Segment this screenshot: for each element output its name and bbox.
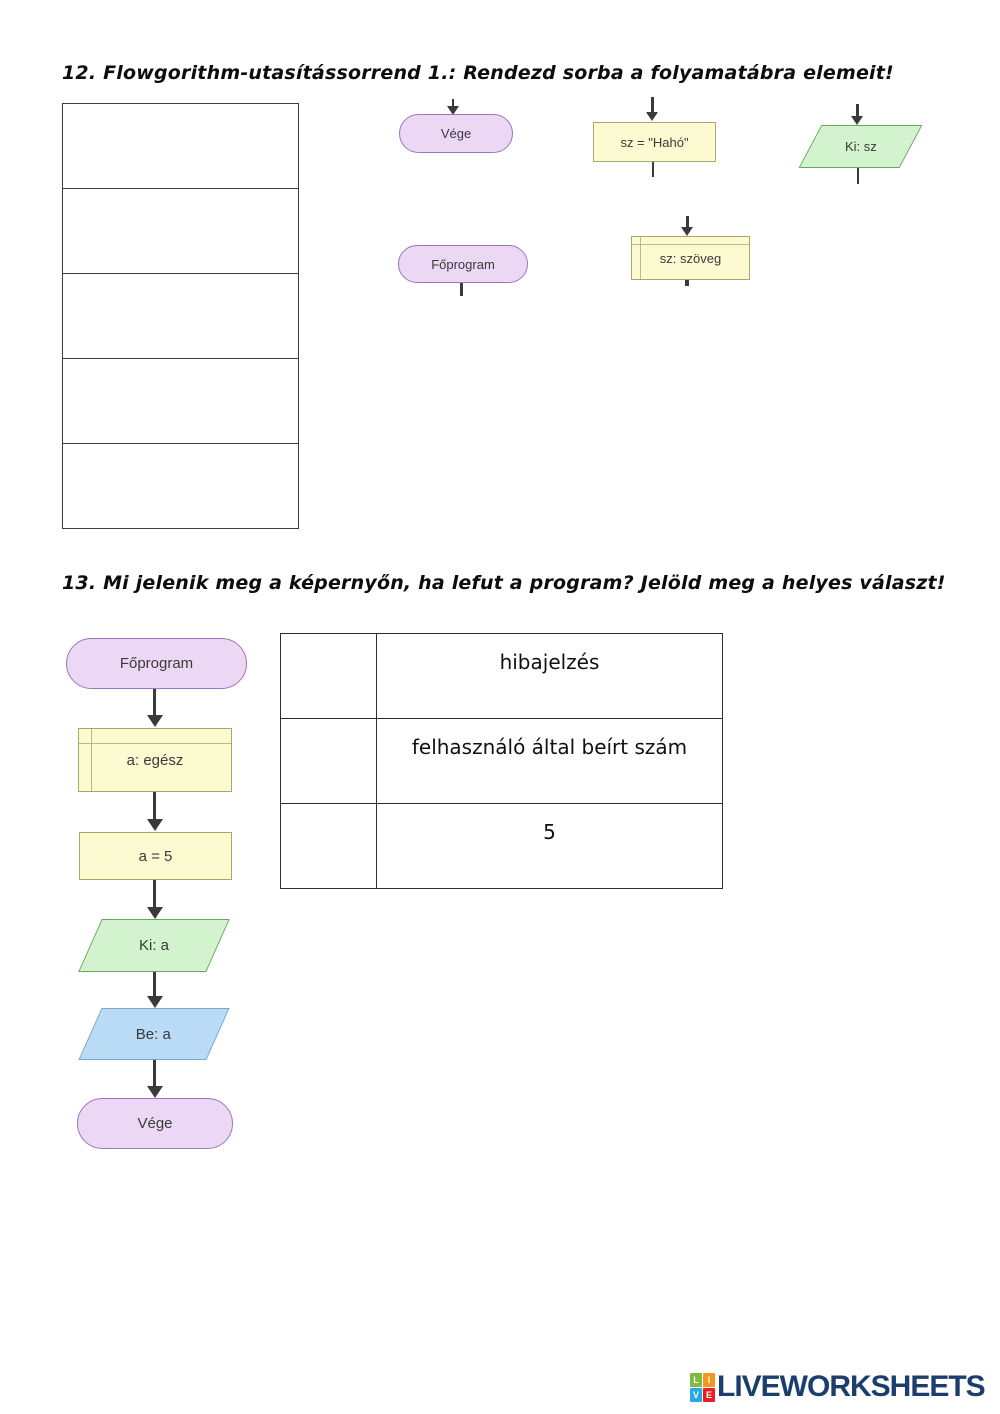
declare-inner-line: [91, 729, 92, 791]
q13-answer-text-3: 5: [543, 820, 556, 844]
liveworksheets-icon: L I V E: [690, 1372, 715, 1402]
arrow-down-icon: [147, 819, 163, 831]
shape-label: Vége: [137, 1115, 173, 1132]
q13-flow-output: Ki: a: [78, 919, 230, 972]
connector-line: [686, 216, 689, 228]
declare-inner-line: [79, 743, 231, 744]
q12-shape-assign[interactable]: sz = "Hahó": [593, 122, 716, 162]
logo-square-v: V: [690, 1387, 702, 1402]
logo-square-e: E: [703, 1387, 715, 1402]
connector-line: [857, 168, 859, 184]
arrow-down-icon: [646, 112, 658, 121]
q13-flow-end: Vége: [77, 1098, 233, 1149]
shape-label: sz = "Hahó": [620, 134, 689, 150]
q13-answer-text-1: hibajelzés: [499, 650, 600, 674]
declare-inner-line: [632, 244, 749, 245]
logo-square-i: I: [703, 1372, 715, 1387]
shape-label: a: egész: [126, 751, 184, 769]
q13-flow-assign: a = 5: [79, 832, 232, 880]
connector-line: [460, 283, 463, 296]
answer-row: 5: [281, 804, 722, 888]
q12-sort-slot-3[interactable]: [63, 274, 298, 359]
shape-label: sz: szöveg: [659, 250, 722, 266]
q12-shape-vege[interactable]: Vége: [399, 114, 513, 153]
q13-flow-input: Be: a: [78, 1008, 230, 1060]
question-13-heading: 13. Mi jelenik meg a képernyőn, ha lefut…: [62, 572, 946, 594]
q12-shape-foprogram[interactable]: Főprogram: [398, 245, 528, 283]
connector-line: [153, 792, 156, 820]
q12-sort-slot-2[interactable]: [63, 189, 298, 274]
answer-row: felhasználó által beírt szám: [281, 719, 722, 804]
arrow-down-icon: [681, 227, 693, 236]
q13-answer-select-1[interactable]: [281, 634, 377, 718]
q13-flow-start: Főprogram: [66, 638, 247, 689]
connector-line: [651, 97, 654, 113]
declare-inner-line: [640, 237, 641, 279]
arrow-down-icon: [447, 106, 459, 115]
q13-answer-text-2: felhasználó által beírt szám: [411, 735, 688, 759]
logo-wordmark: LIVEWORKSHEETS: [717, 1370, 986, 1403]
arrow-down-icon: [851, 116, 863, 125]
shape-label: Ki: sz: [844, 139, 877, 154]
shape-label: a = 5: [138, 847, 173, 865]
connector-line: [685, 280, 689, 286]
connector-line: [153, 880, 156, 908]
shape-label: Be: a: [136, 1025, 172, 1043]
arrow-down-icon: [147, 1086, 163, 1098]
arrow-down-icon: [147, 907, 163, 919]
q12-sort-table: [62, 103, 299, 529]
connector-line: [153, 1060, 156, 1087]
connector-line: [452, 99, 454, 107]
shape-label: Főprogram: [119, 655, 194, 672]
q13-flow-declare: a: egész: [78, 728, 232, 792]
connector-line: [153, 972, 156, 997]
shape-label: Ki: a: [138, 937, 169, 954]
q12-sort-slot-4[interactable]: [63, 359, 298, 444]
question-12-heading: 12. Flowgorithm-utasítássorrend 1.: Rend…: [62, 62, 894, 84]
q13-answer-select-2[interactable]: [281, 719, 377, 803]
q12-shape-output[interactable]: Ki: sz: [798, 125, 923, 168]
liveworksheets-logo: L I V E LIVEWORKSHEETS: [690, 1370, 986, 1404]
shape-label: Vége: [440, 126, 472, 141]
connector-line: [856, 104, 859, 117]
arrow-down-icon: [147, 715, 163, 727]
logo-square-l: L: [690, 1372, 702, 1387]
q12-shape-declare[interactable]: sz: szöveg: [631, 236, 750, 280]
q12-sort-slot-5[interactable]: [63, 444, 298, 528]
arrow-down-icon: [147, 996, 163, 1008]
connector-line: [153, 689, 156, 716]
q12-sort-slot-1[interactable]: [63, 104, 298, 189]
q13-answer-select-3[interactable]: [281, 804, 377, 888]
connector-line: [652, 162, 654, 177]
answer-row: hibajelzés: [281, 634, 722, 719]
q13-answer-table: hibajelzés felhasználó által beírt szám …: [280, 633, 723, 889]
shape-label: Főprogram: [431, 256, 495, 272]
